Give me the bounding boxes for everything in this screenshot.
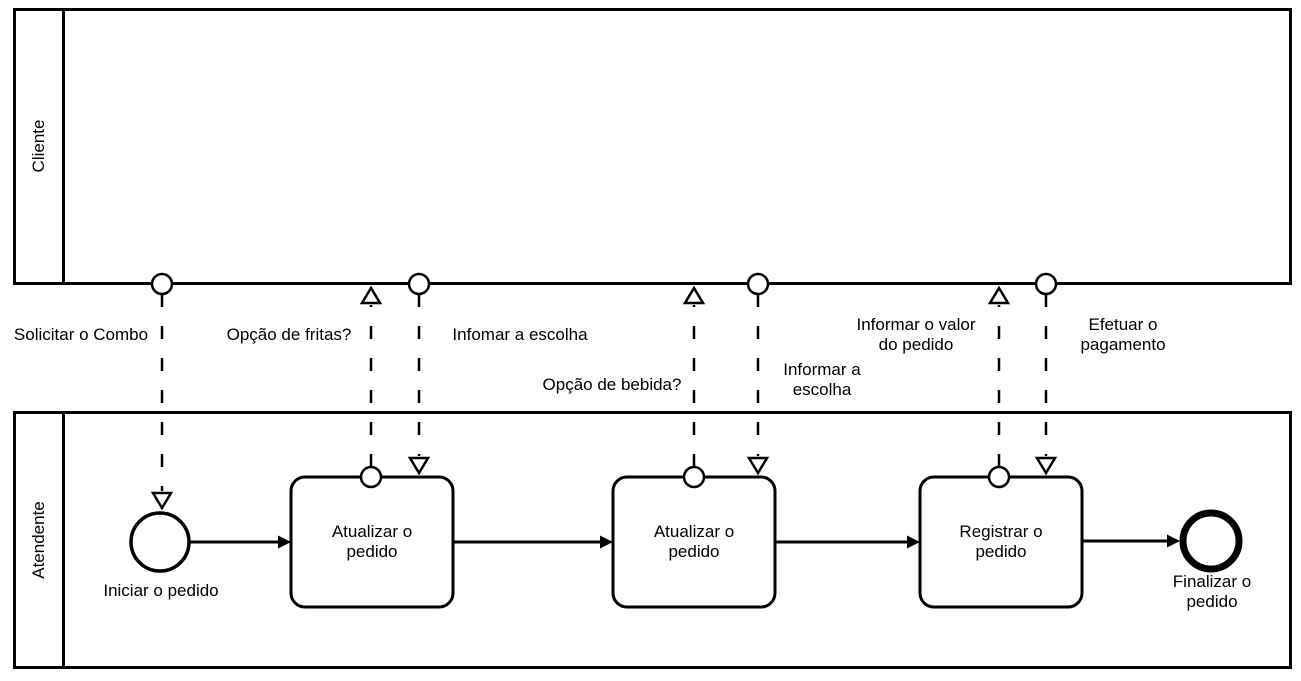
message-flow-7 (1034, 272, 1058, 476)
sequence-arrowhead (600, 535, 613, 549)
message-source-circle (1034, 272, 1058, 296)
message-arrowhead-down (150, 491, 174, 511)
message-label-opcao-de-bebida: Opção de bebida? (542, 375, 682, 394)
message-label-infomar-a-escolha: Infomar a escolha (452, 325, 588, 344)
pool-label-cliente: Cliente (29, 119, 48, 173)
message-flow-3 (407, 272, 431, 476)
message-label-informar-o-valor: Informar o valor do pedido (856, 315, 976, 354)
message-flow-6 (987, 285, 1011, 489)
message-flow-5 (746, 272, 770, 476)
task-2-label: Atualizar o pedido (653, 522, 735, 561)
message-source-circle (407, 272, 431, 296)
pool-cliente-border (13, 8, 1292, 285)
message-label-efetuar-o-pagamento: Efetuar o pagamento (1080, 315, 1166, 354)
pool-label-atendente: Atendente (29, 501, 48, 579)
start-event-circle (129, 511, 191, 573)
message-source-circle (987, 465, 1011, 489)
message-source-circle (682, 465, 706, 489)
sequence-arrowhead (278, 535, 291, 549)
pool-atendente (13, 411, 1292, 669)
sequence-flow-4 (1082, 534, 1180, 548)
message-label-informar-a-escolha: Informar a escolha (783, 360, 861, 399)
message-arrowhead-down (407, 456, 431, 476)
task-3-label: Registrar o pedido (959, 522, 1043, 561)
message-source-circle (359, 465, 383, 489)
end-event-label: Finalizar o pedido (1172, 572, 1252, 611)
message-flow-2 (359, 285, 383, 489)
pool-atendente-border (13, 411, 1292, 669)
sequence-arrowhead (1167, 534, 1180, 548)
end-event-circle (1179, 509, 1243, 573)
message-arrowhead-down (1034, 456, 1058, 476)
pool-cliente (13, 8, 1292, 285)
message-source-circle (150, 272, 174, 296)
message-arrowhead-down (746, 456, 770, 476)
sequence-flow-2 (453, 535, 613, 549)
message-label-solicitar-o-combo: Solicitar o Combo (13, 325, 149, 344)
sequence-arrowhead (907, 535, 920, 549)
start-event-label: Iniciar o pedido (103, 581, 219, 600)
message-arrowhead-up (359, 285, 383, 305)
message-flow-1 (150, 272, 174, 511)
message-source-circle (746, 272, 770, 296)
message-arrowhead-up (987, 285, 1011, 305)
task-1-label: Atualizar o pedido (331, 522, 413, 561)
message-arrowhead-up (682, 285, 706, 305)
sequence-flow-1 (189, 535, 291, 549)
message-label-opcao-de-fritas: Opção de fritas? (226, 325, 352, 344)
message-flow-4 (682, 285, 706, 489)
sequence-flow-3 (775, 535, 920, 549)
